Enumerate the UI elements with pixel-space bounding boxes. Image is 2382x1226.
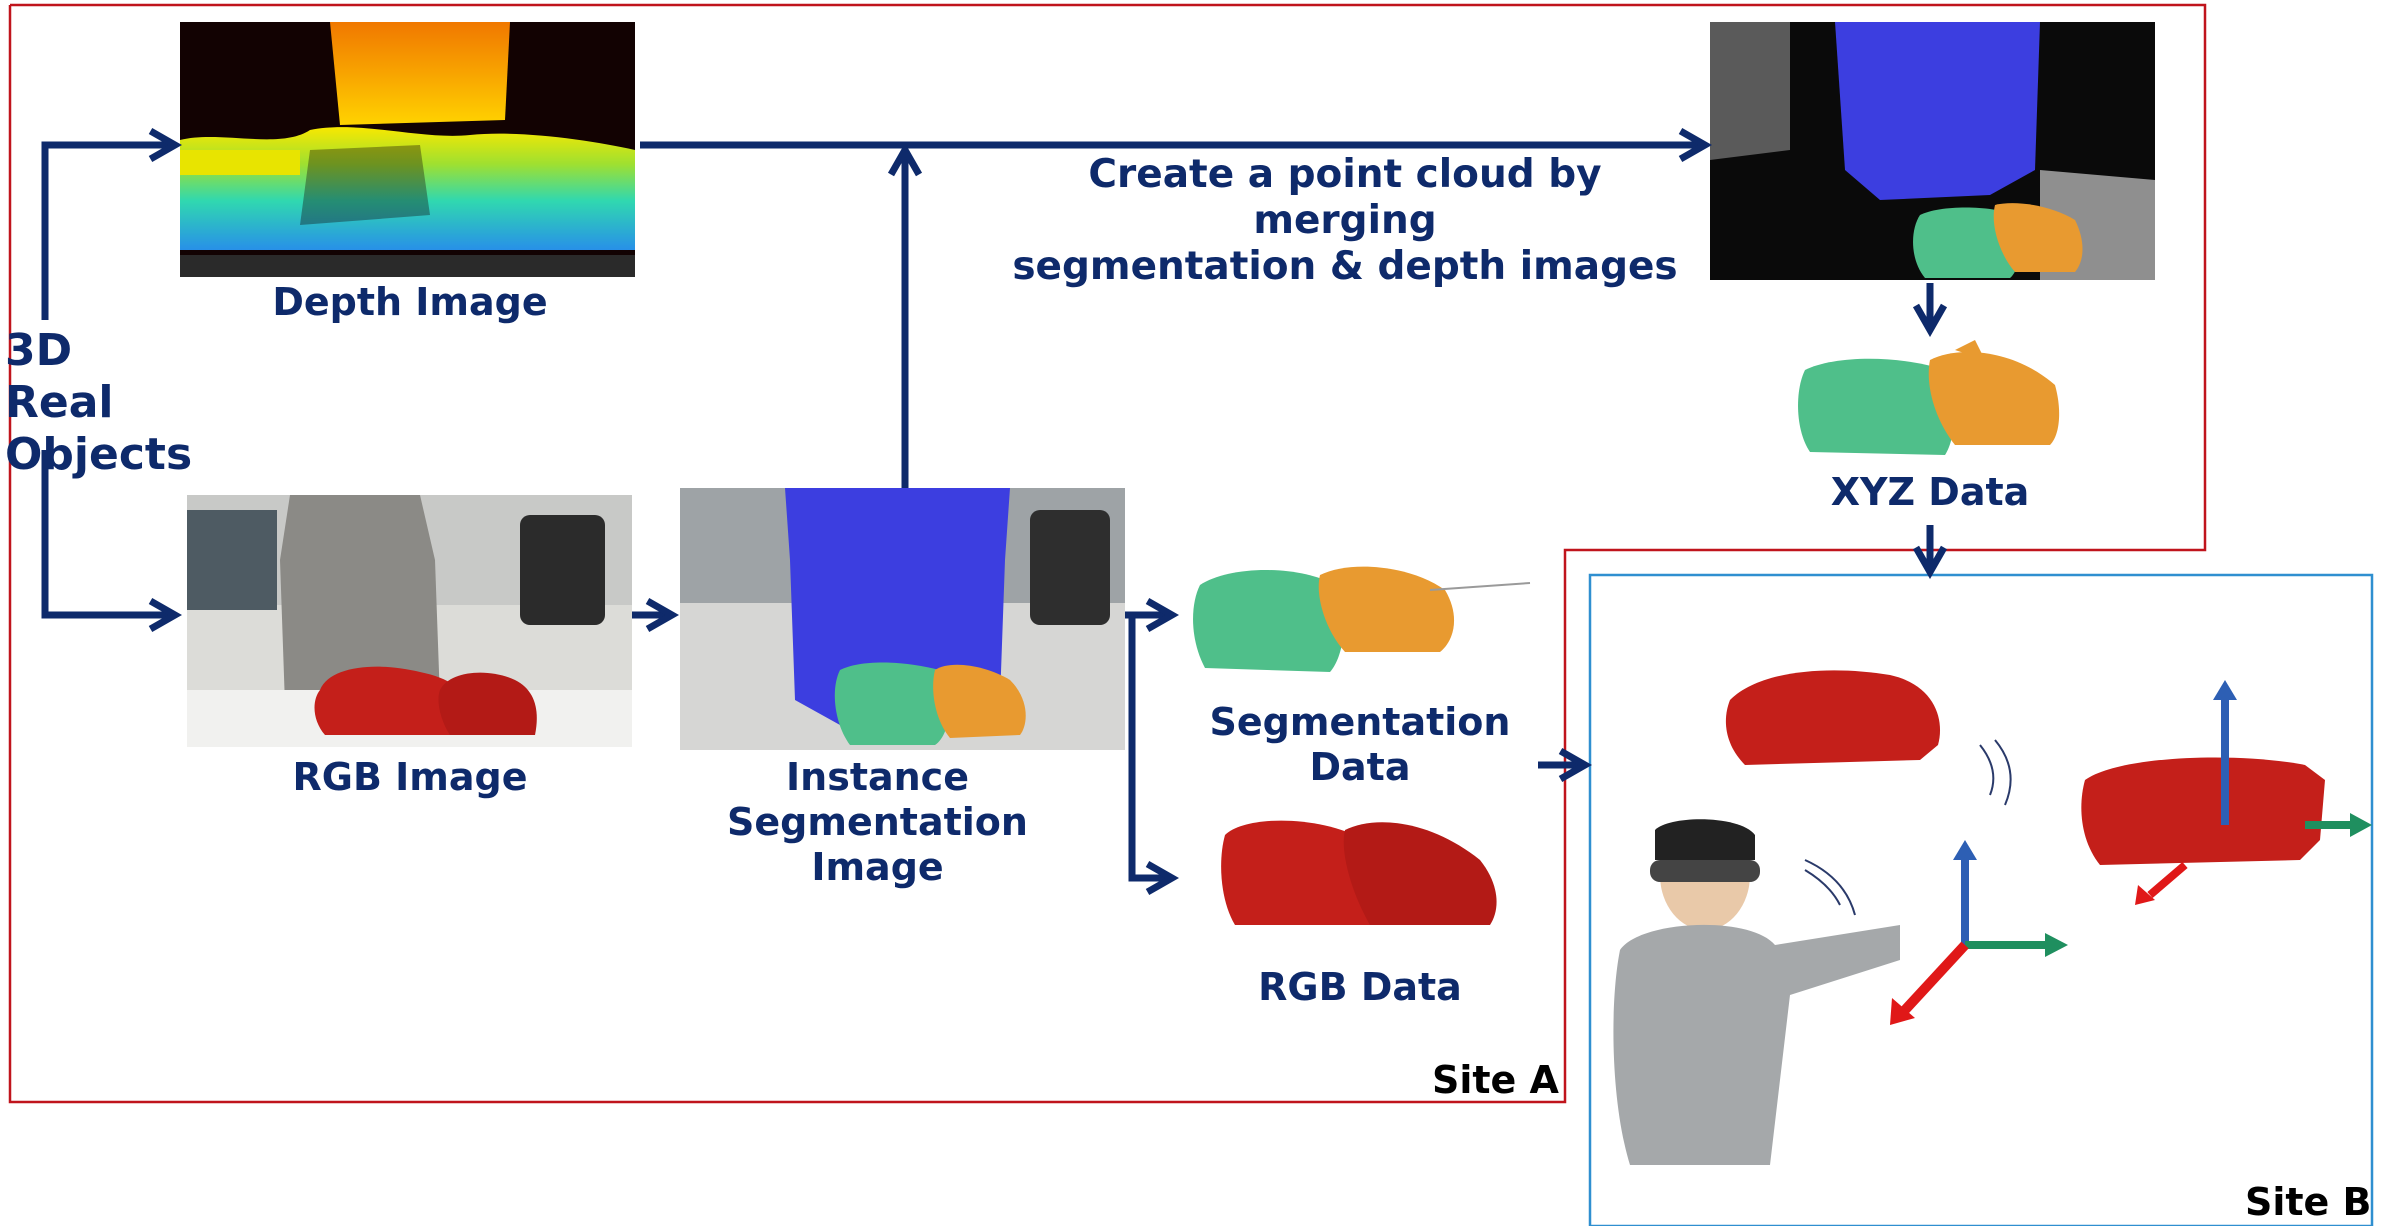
rgb-image	[187, 495, 632, 747]
instance-segmentation-image	[680, 488, 1125, 750]
depth-image	[180, 22, 635, 277]
rgb-data-label: RGB Data	[1258, 965, 1462, 1009]
instance-segmentation-label: Instance Segmentation Image	[727, 755, 1028, 889]
point-cloud-caption: Create a point cloud by merging segmenta…	[1012, 152, 1678, 290]
arrow-objects-to-depth	[41, 127, 183, 320]
site-a-label: Site A	[1432, 1058, 1559, 1102]
site-b-label: Site B	[2245, 1180, 2372, 1224]
site-a-frame	[8, 3, 2207, 1104]
xyz-data-label: XYZ Data	[1830, 470, 2030, 514]
site-b-frame	[1588, 573, 2374, 1226]
depth-image-label: Depth Image	[272, 280, 548, 324]
xyz-data-graphic	[1798, 340, 2060, 455]
point-cloud-image	[1710, 22, 2155, 280]
real-objects-label: 3D Real Objects	[5, 325, 193, 480]
site-b-scene	[1613, 670, 2372, 1165]
rgb-image-label: RGB Image	[292, 755, 528, 799]
rgb-data-graphic	[1221, 820, 1497, 925]
arrow-seg-to-rgbdata	[1128, 615, 1180, 896]
arrows	[41, 127, 1948, 896]
arrow-objects-to-rgb	[41, 450, 183, 633]
segmentation-data-graphic	[1193, 566, 1531, 672]
segmentation-data-label: Segmentation Data	[1209, 700, 1511, 789]
